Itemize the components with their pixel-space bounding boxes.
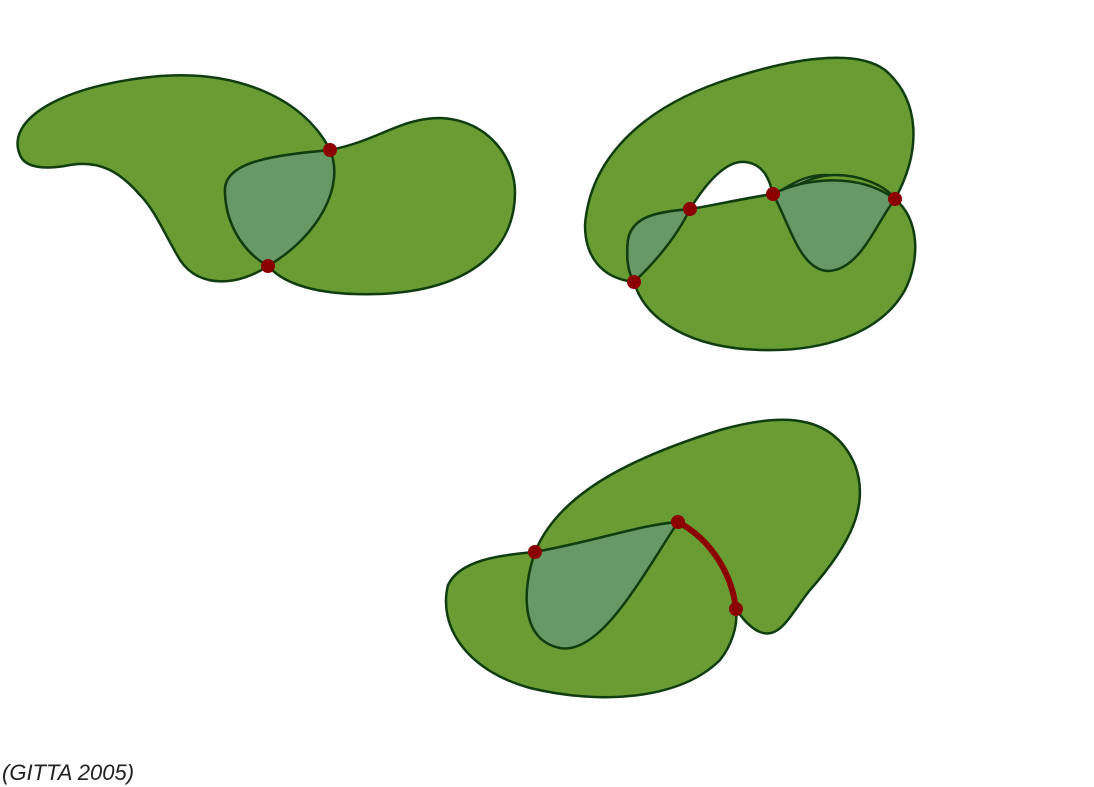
intersection-point	[683, 202, 697, 216]
intersection-point	[528, 545, 542, 559]
intersection-point	[627, 275, 641, 289]
overlap-region	[223, 148, 336, 268]
overlap-region	[771, 179, 897, 273]
source-caption: (GITTA 2005)	[2, 760, 135, 785]
intersection-point	[766, 187, 780, 201]
intersection-point	[323, 143, 337, 157]
intersection-point	[888, 192, 902, 206]
polygon-intersection-diagram	[16, 56, 917, 699]
overlap-region	[626, 207, 693, 284]
shared-boundary-line	[675, 519, 739, 612]
hole	[687, 160, 775, 211]
example-1-two-polygon-overlap	[16, 74, 517, 296]
example-3-overlap-with-shared-boundary	[444, 418, 862, 699]
intersection-point	[671, 515, 685, 529]
intersection-point	[261, 259, 275, 273]
intersection-point	[729, 602, 743, 616]
example-2-multiple-overlaps-with-hole	[583, 56, 917, 352]
overlap-region	[525, 520, 681, 650]
